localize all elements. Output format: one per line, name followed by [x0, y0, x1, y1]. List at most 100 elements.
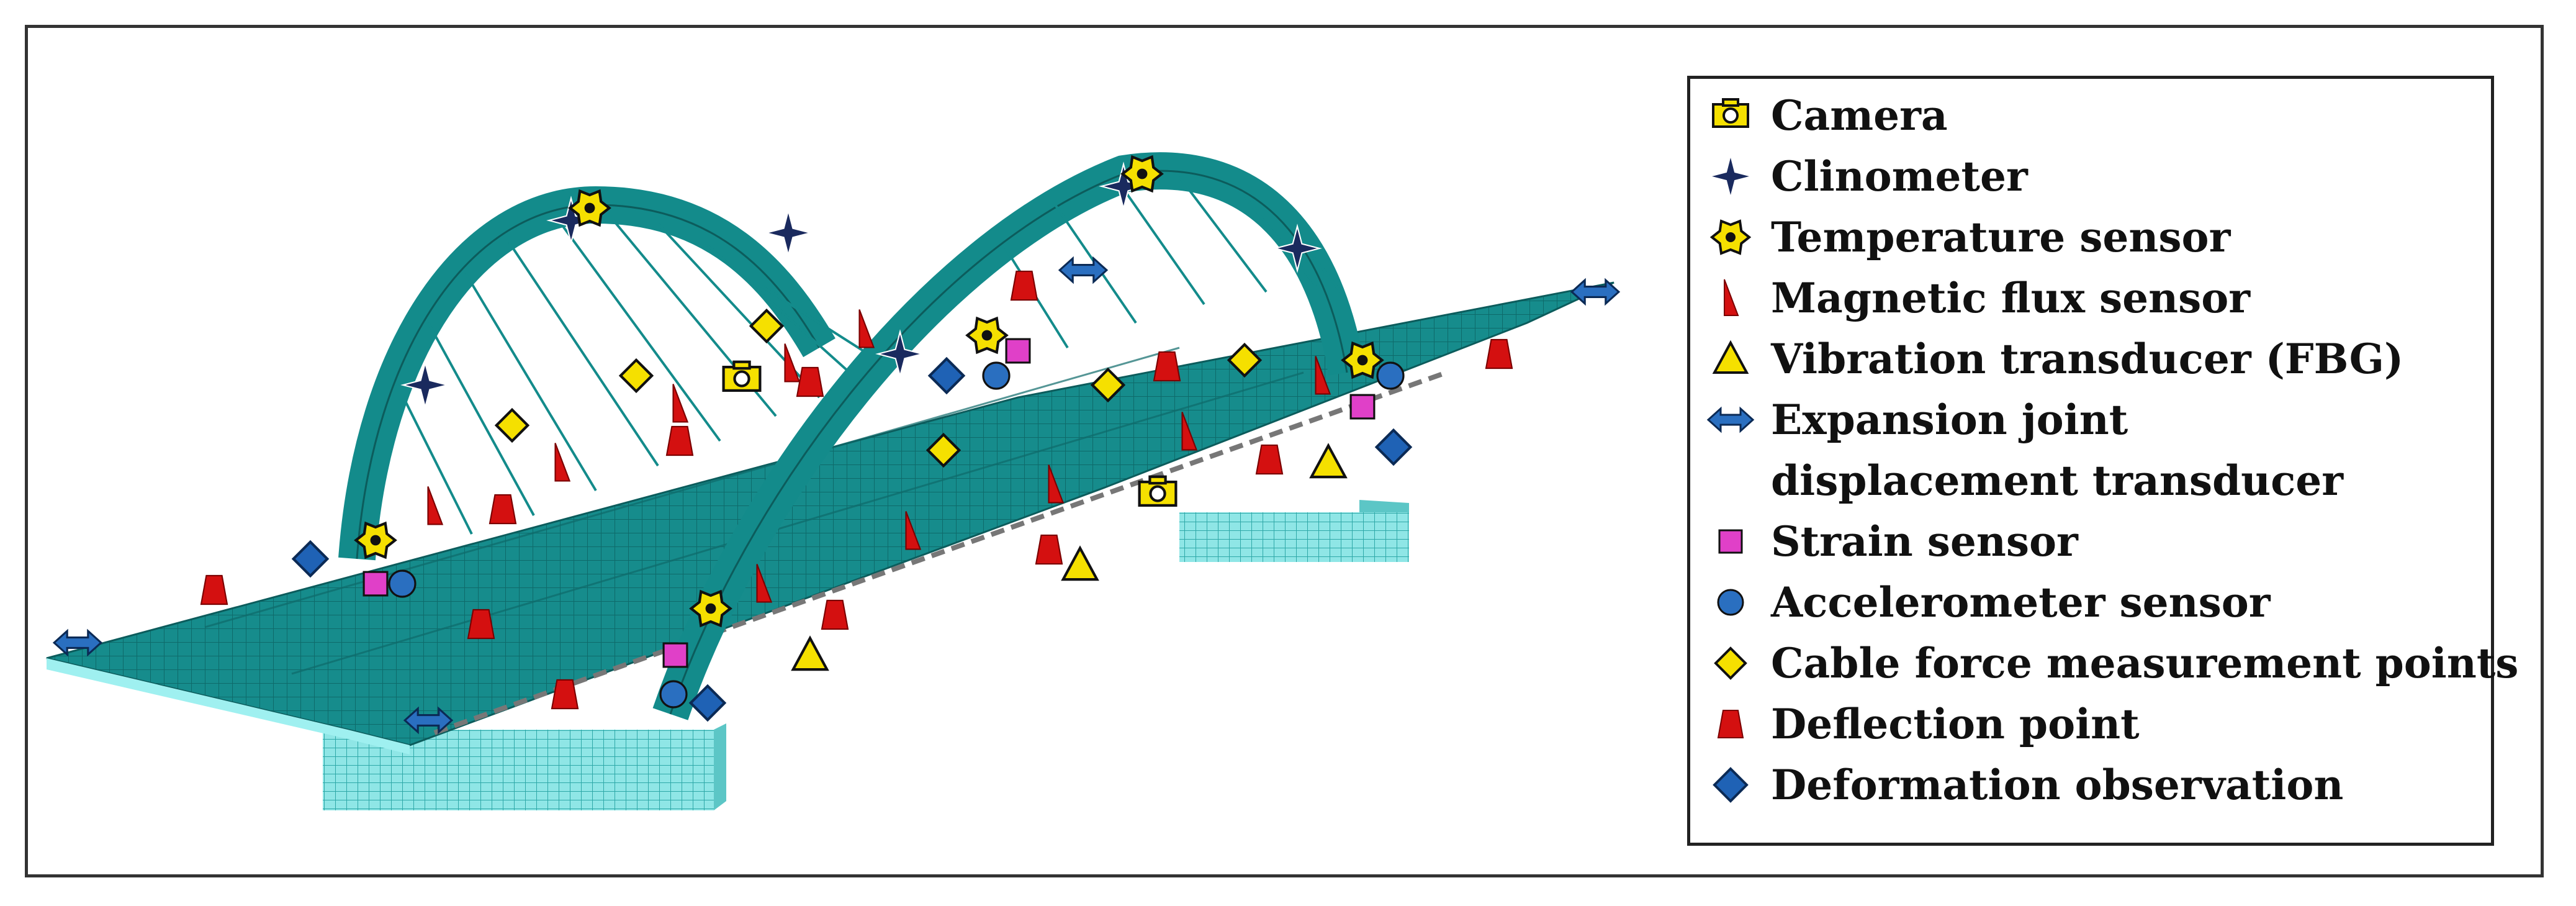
- temperature-marker: [1341, 341, 1384, 379]
- strain-marker: [1005, 338, 1031, 364]
- accel-marker: [982, 361, 1011, 390]
- cable-marker: [925, 432, 961, 468]
- accel-marker: [388, 569, 417, 598]
- legend-item-strain: Strain sensor: [1690, 511, 2078, 572]
- deflection-marker: [1255, 444, 1284, 475]
- legend-item-camera: Camera: [1690, 85, 1948, 146]
- cable-marker: [1090, 367, 1126, 403]
- diamond-icon: [1690, 633, 1771, 694]
- legend-label: Deflection point: [1771, 700, 2140, 748]
- cable-marker: [749, 308, 785, 344]
- legend-label: Temperature sensor: [1771, 213, 2231, 261]
- deformation-marker: [688, 684, 727, 722]
- expansion-marker: [52, 628, 103, 657]
- legend-item-expansion: Expansion joint: [1690, 389, 2128, 450]
- magflux-marker: [756, 564, 773, 603]
- magflux-marker: [784, 343, 801, 383]
- legend-label: displacement transducer: [1771, 456, 2344, 505]
- deflection-marker: [1010, 270, 1038, 301]
- deflection-marker: [665, 425, 694, 456]
- legend-label: Accelerometer sensor: [1771, 578, 2271, 627]
- deflection-marker: [467, 609, 495, 640]
- legend-item-deflection: Deflection point: [1690, 694, 2140, 754]
- magflux-marker: [905, 511, 922, 550]
- temperature-marker: [354, 521, 397, 559]
- circle-icon: [1690, 572, 1771, 633]
- strain-marker: [662, 642, 688, 668]
- magflux-marker: [1181, 412, 1198, 451]
- cable-marker: [618, 358, 654, 394]
- legend-item-expansion-line2: displacement transducer: [1771, 450, 2343, 511]
- expansion-marker: [403, 706, 454, 735]
- deflection-marker: [1035, 534, 1063, 565]
- deflection-marker: [551, 679, 579, 710]
- trapezoid-icon: [1690, 694, 1771, 754]
- cable-marker: [494, 407, 530, 443]
- temperature-marker: [689, 589, 732, 628]
- legend-label: Camera: [1771, 91, 1948, 140]
- legend-label: Cable force measurement points: [1771, 639, 2519, 687]
- bridge-deck: [46, 281, 1615, 754]
- magflux-marker: [858, 309, 875, 348]
- legend-item-accel: Accelerometer sensor: [1690, 572, 2271, 633]
- legend-label: Expansion joint: [1771, 396, 2128, 444]
- expansion-marker: [1058, 256, 1109, 284]
- deflection-marker: [1153, 351, 1181, 382]
- deflection-marker: [821, 599, 849, 630]
- deflection-marker: [796, 366, 824, 397]
- magflux-marker: [1315, 356, 1331, 395]
- magflux-marker: [554, 443, 571, 482]
- pier-front: [323, 723, 726, 810]
- vibration-marker: [1061, 545, 1099, 581]
- cable-marker: [1227, 342, 1263, 378]
- accel-marker: [1376, 361, 1405, 390]
- legend-item-clinometer: Clinometer: [1690, 146, 2028, 207]
- deformation-marker: [1374, 428, 1413, 466]
- clinometer-marker: [763, 208, 813, 258]
- diamond-icon: [1690, 754, 1771, 815]
- magflux-marker: [427, 486, 444, 525]
- clinometer-marker: [875, 329, 925, 379]
- four-point-star-icon: [1690, 146, 1771, 207]
- legend-label: Vibration transducer (FBG): [1771, 335, 2404, 383]
- bridge-model: [46, 152, 1621, 810]
- triangle-icon: [1690, 328, 1771, 389]
- magflux-marker: [672, 384, 689, 423]
- right-triangle-icon: [1690, 268, 1771, 328]
- legend-label: Strain sensor: [1771, 517, 2078, 566]
- camera-marker: [1138, 475, 1178, 507]
- legend-item-magflux: Magnetic flux sensor: [1690, 268, 2250, 328]
- double-arrow-icon: [1690, 389, 1771, 450]
- legend-item-vibration: Vibration transducer (FBG): [1690, 328, 2403, 389]
- sun-burst-icon: [1690, 207, 1771, 268]
- vibration-marker: [791, 635, 829, 671]
- accel-marker: [659, 680, 688, 709]
- camera-marker: [722, 360, 762, 392]
- legend-label: Magnetic flux sensor: [1771, 274, 2251, 322]
- legend-item-temperature: Temperature sensor: [1690, 207, 2230, 268]
- legend-item-cable: Cable force measurement points: [1690, 633, 2518, 694]
- strain-marker: [1349, 394, 1376, 420]
- temperature-marker: [965, 316, 1009, 355]
- vibration-marker: [1309, 443, 1348, 479]
- deformation-marker: [927, 356, 966, 395]
- camera-icon: [1690, 85, 1771, 146]
- deflection-marker: [1485, 338, 1513, 369]
- legend-label: Clinometer: [1771, 152, 2028, 201]
- temperature-marker: [568, 189, 611, 227]
- sensor-markers: [52, 155, 1621, 735]
- magflux-marker: [1048, 464, 1065, 504]
- strain-marker: [363, 571, 389, 597]
- legend-label: Deformation observation: [1771, 761, 2344, 809]
- pier-back: [1179, 500, 1409, 562]
- expansion-marker: [1570, 278, 1621, 306]
- deflection-marker: [200, 574, 228, 605]
- temperature-marker: [1120, 155, 1164, 193]
- clinometer-marker: [400, 360, 450, 410]
- deformation-marker: [291, 540, 330, 578]
- square-icon: [1690, 511, 1771, 572]
- clinometer-marker: [1272, 224, 1322, 273]
- legend-item-deformation: Deformation observation: [1690, 754, 2343, 815]
- deflection-marker: [489, 494, 517, 525]
